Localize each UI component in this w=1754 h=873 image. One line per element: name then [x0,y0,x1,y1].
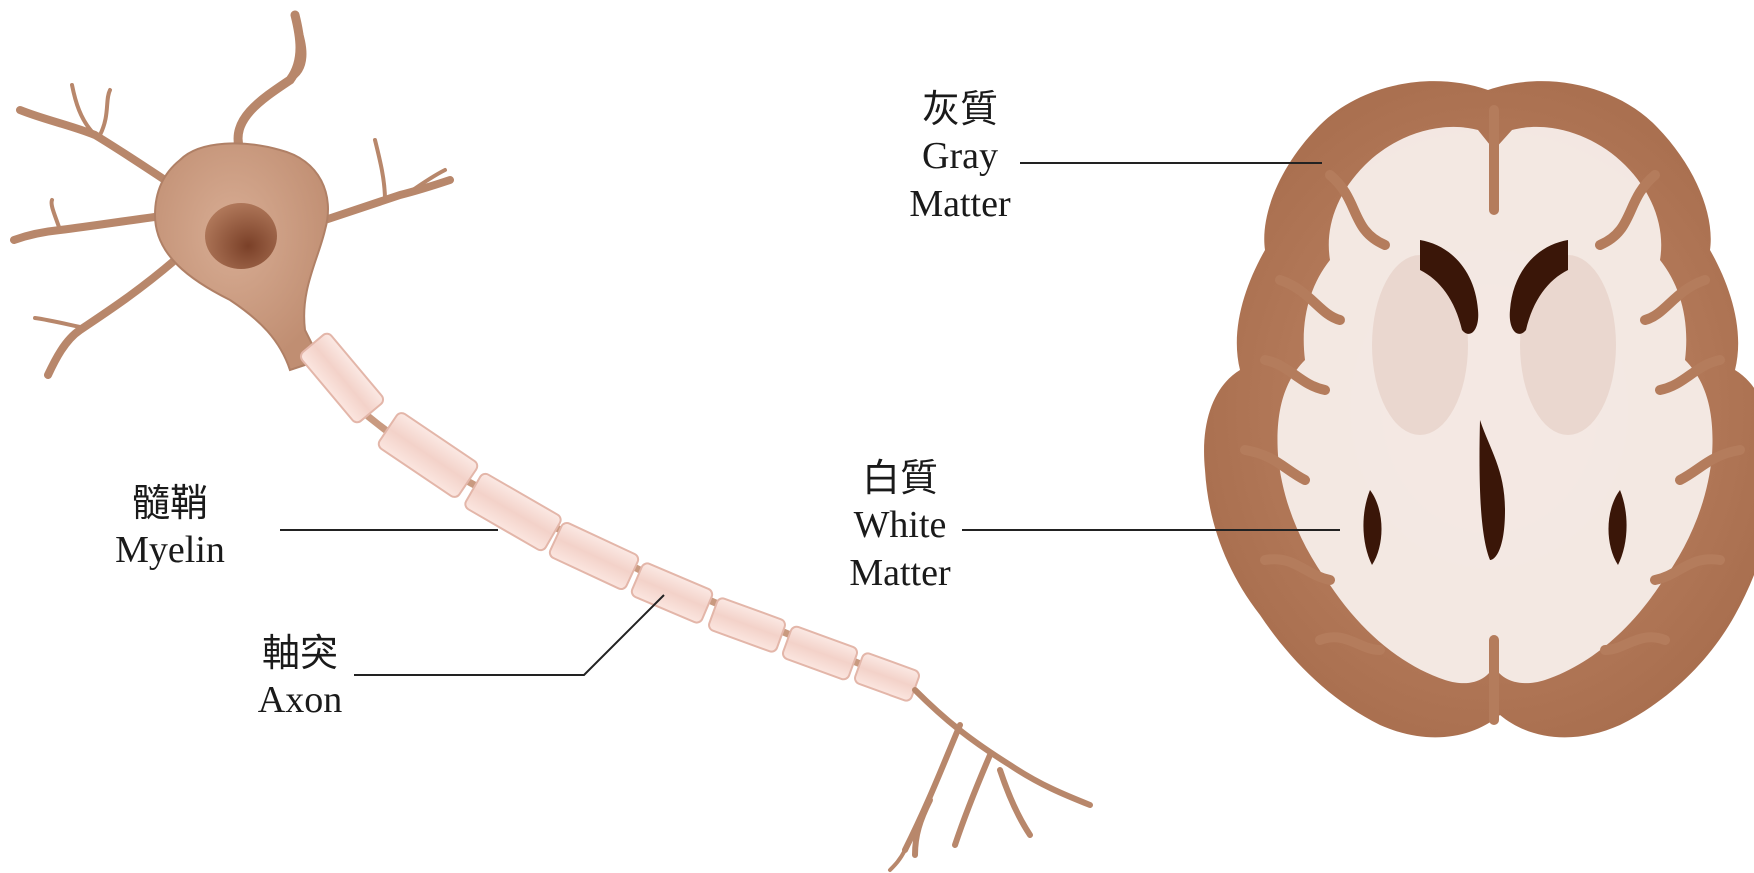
white-matter-zh: 白質 [830,455,970,501]
nucleus [205,203,277,269]
gray-matter-zh: 灰質 [890,86,1030,132]
myelin-label: 髓鞘 Myelin [100,480,240,574]
myelin-segment [376,411,479,500]
myelin-segment [299,331,386,424]
axon-terminals [890,690,1090,870]
myelin-segment [463,472,563,553]
gray-matter-en-line1: Gray [890,132,1030,180]
axon-en: Axon [240,676,360,724]
white-matter-en-line1: White [830,501,970,549]
myelin-sheaths [299,331,921,702]
axon-zh: 軸突 [240,630,360,676]
myelin-segment [781,625,858,681]
axon-label: 軸突 Axon [240,630,360,724]
myelin-segment [853,652,920,703]
white-matter-en-line2: Matter [830,549,970,597]
myelin-segment [630,562,714,625]
leader-axon [354,595,664,675]
brain-axial-slice [1204,81,1754,737]
myelin-en: Myelin [100,526,240,574]
myelin-segment [548,521,640,591]
gray-matter-en-line2: Matter [890,180,1030,228]
gray-matter-label: 灰質 Gray Matter [890,86,1030,228]
leader-lines [280,163,1340,675]
myelin-segment [707,597,786,654]
myelin-zh: 髓鞘 [100,480,240,526]
white-matter-label: 白質 White Matter [830,455,970,597]
